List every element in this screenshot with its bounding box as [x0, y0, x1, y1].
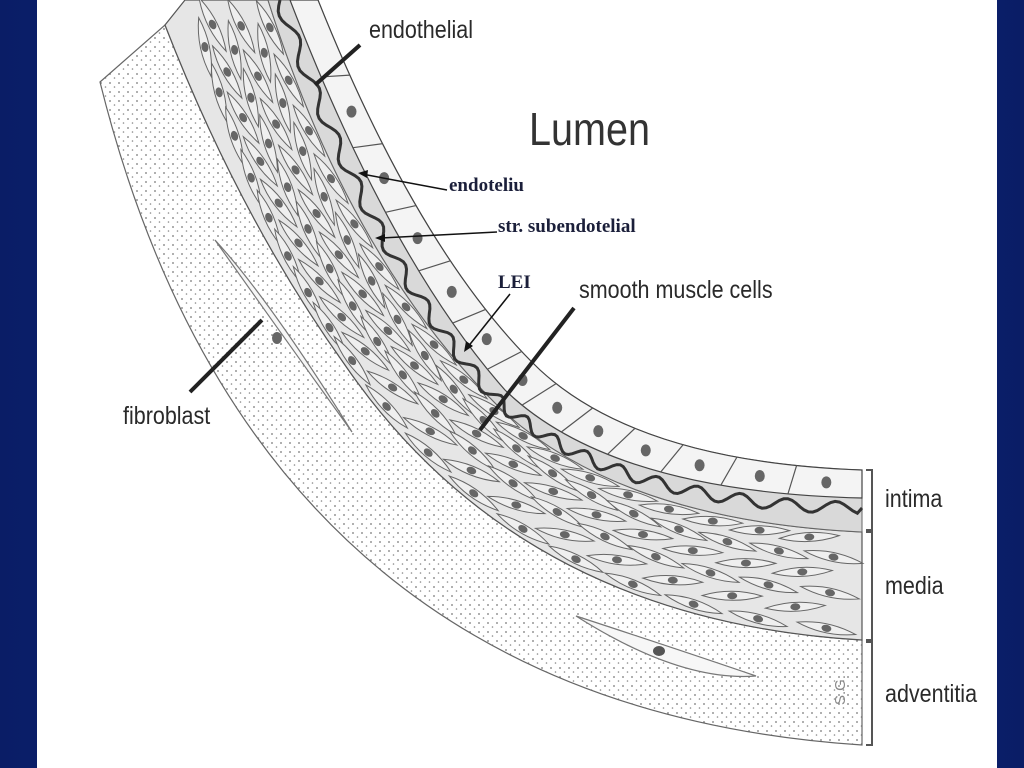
artist-mark: S.G.: [832, 674, 849, 705]
smooth-muscle-pointer: [478, 306, 576, 432]
fibroblast-cells: [214, 239, 757, 678]
endoteliu-arrow: [361, 173, 448, 191]
smooth-muscle-cells-label: smooth muscle cells: [579, 276, 773, 304]
internal-elastic-lamina: [276, 0, 864, 516]
lei-label: LEI: [498, 272, 531, 293]
str-subendotelial-label: str. subendotelial: [498, 216, 636, 237]
lumen-title: Lumen: [529, 103, 650, 155]
vessel-wall-illustration: [99, 0, 873, 746]
fibroblast-pointer: [188, 318, 264, 394]
smooth-muscle-cells: [197, 0, 865, 636]
endothelial-label: endothelial: [369, 16, 474, 44]
endothelium: [289, 0, 863, 499]
label-pointers: [188, 43, 576, 432]
fibroblast-label: fibroblast: [123, 402, 211, 430]
layer-label-intima: intima: [885, 485, 943, 513]
layer-brackets: [866, 469, 873, 746]
layer-label-adventitia: adventitia: [885, 680, 978, 708]
lei-arrow: [466, 293, 511, 349]
endothelial-cells: [321, 74, 832, 495]
endoteliu-label: endoteliu: [449, 175, 524, 196]
layer-label-media: media: [885, 572, 944, 600]
str-subendotelial-arrow: [379, 231, 498, 239]
slide: Lumen endothelial endoteliu str. subendo…: [37, 0, 997, 768]
endothelial-pointer: [313, 43, 362, 87]
